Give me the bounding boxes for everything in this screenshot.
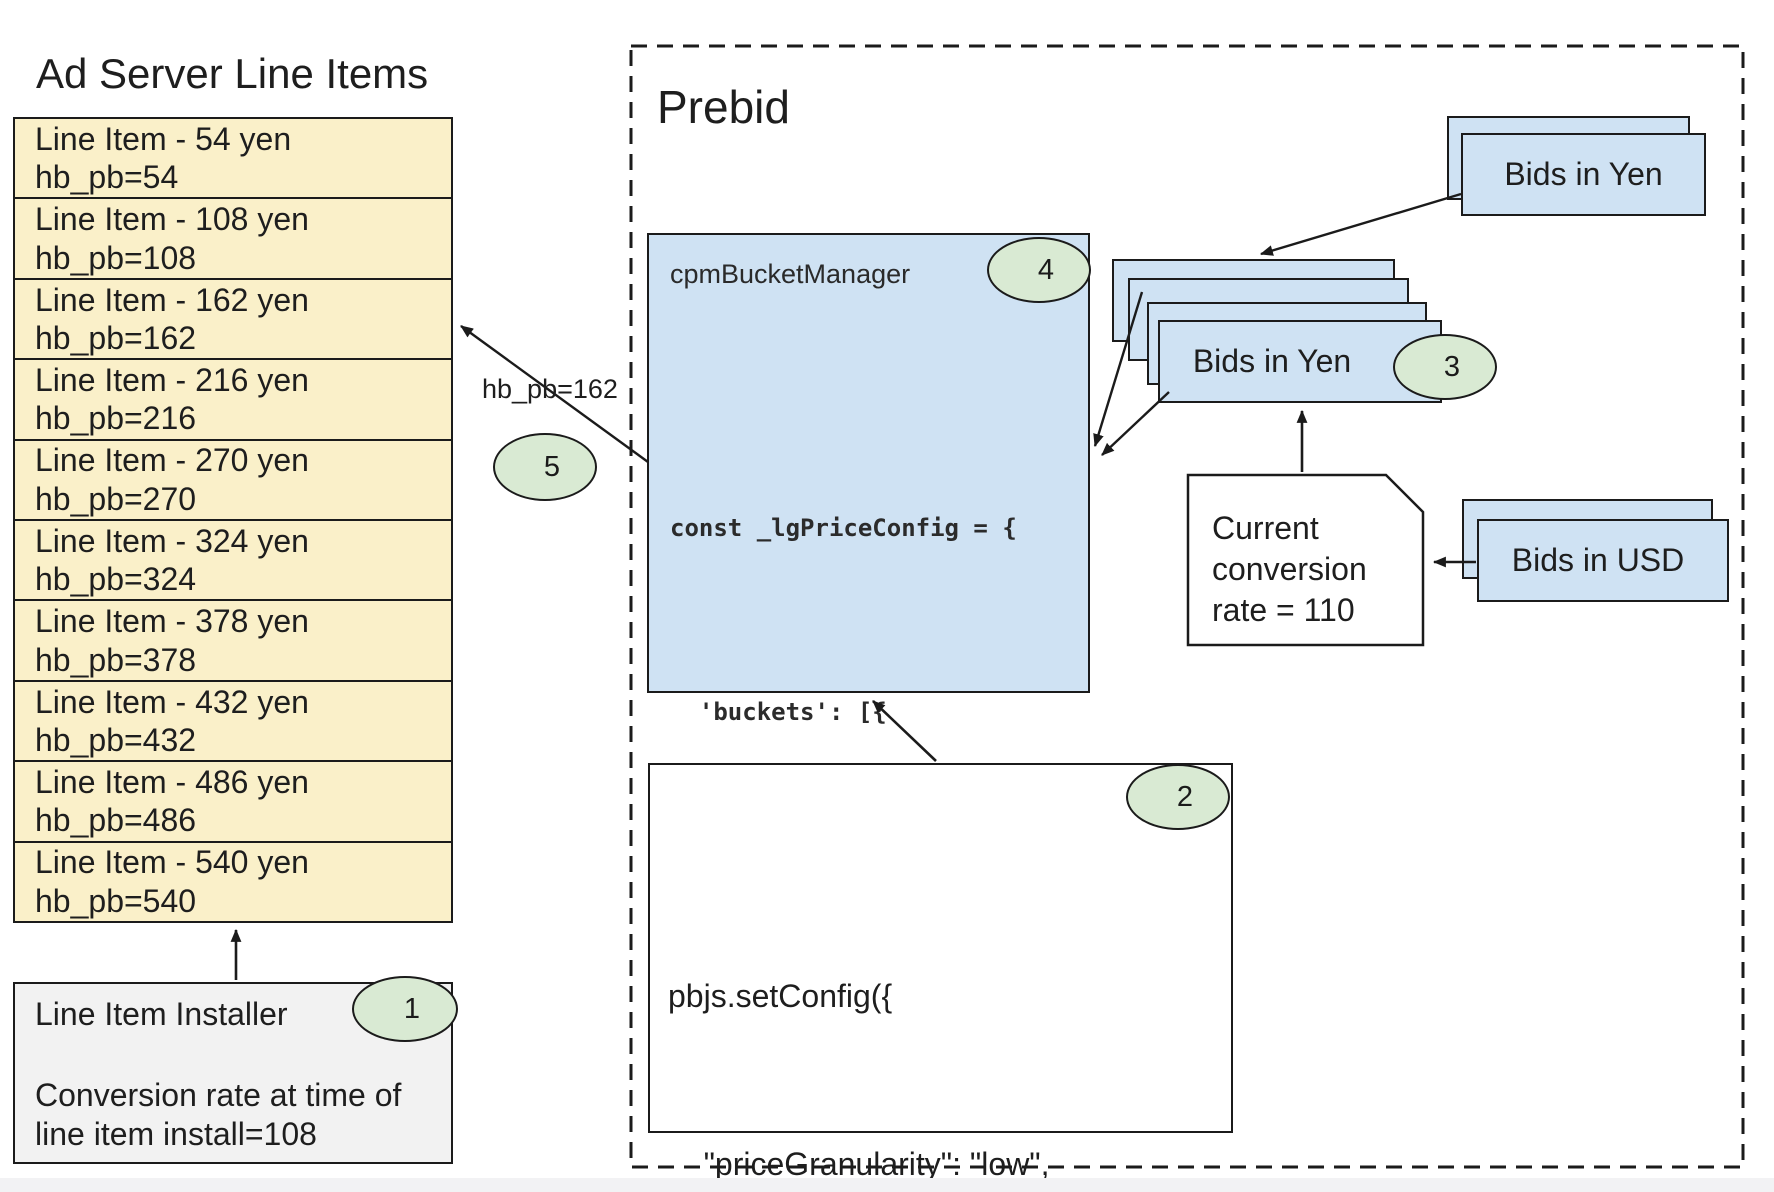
line-item-key: hb_pb=486	[35, 802, 197, 839]
line-item-row: Line Item - 324 yen hb_pb=324	[15, 521, 451, 602]
line-item-label: Line Item - 378 yen	[35, 603, 309, 640]
prebid-title: Prebid	[657, 81, 790, 133]
line-item-row: Line Item - 432 yen hb_pb=432	[15, 682, 451, 763]
step-badge-2: 2	[1126, 764, 1230, 830]
hb-pb-arrow-label: hb_pb=162	[482, 374, 618, 404]
conversion-note-line1: Current	[1212, 510, 1319, 546]
cpm-bucket-manager-box: cpmBucketManager const _lgPriceConfig = …	[647, 233, 1090, 1094]
line-item-row: Line Item - 162 yen hb_pb=162	[15, 280, 451, 361]
line-item-row: Line Item - 378 yen hb_pb=378	[15, 601, 451, 682]
line-item-key: hb_pb=216	[35, 400, 197, 437]
line-item-key: hb_pb=378	[35, 641, 197, 678]
pbjs-set-config-code: pbjs.setConfig({ "priceGranularity": "lo…	[668, 807, 1130, 1192]
bids-in-usd-label: Bids in USD	[1511, 542, 1685, 578]
line-item-key: hb_pb=432	[35, 722, 197, 759]
installer-note-line1: Conversion rate at time of	[35, 1077, 402, 1113]
line-item-row: Line Item - 270 yen hb_pb=270	[15, 441, 451, 522]
bottom-page-strip	[0, 1178, 1774, 1192]
conversion-note-line3: rate = 110	[1212, 592, 1355, 628]
line-item-label: Line Item - 432 yen	[35, 683, 309, 720]
ad-server-title: Ad Server Line Items	[36, 50, 429, 97]
line-item-key: hb_pb=270	[35, 480, 197, 517]
bids-in-yen-stack-label: Bids in Yen	[1192, 343, 1352, 379]
line-item-label: Line Item - 540 yen	[35, 844, 309, 881]
step-badge-4: 4	[987, 237, 1091, 303]
line-item-row: Line Item - 108 yen hb_pb=108	[15, 199, 451, 280]
step-badge-1: 1	[352, 976, 458, 1042]
line-item-label: Line Item - 486 yen	[35, 763, 309, 800]
step-badge-3: 3	[1393, 334, 1497, 400]
line-items-table: Line Item - 54 yen hb_pb=54 Line Item - …	[13, 117, 453, 923]
line-item-key: hb_pb=162	[35, 320, 197, 357]
line-item-row: Line Item - 540 yen hb_pb=540	[15, 843, 451, 921]
line-item-row: Line Item - 486 yen hb_pb=486	[15, 762, 451, 843]
conversion-note-line2: conversion	[1212, 551, 1367, 587]
line-item-key: hb_pb=108	[35, 239, 197, 276]
arrow-yen-top-to-stack	[1259, 192, 1462, 256]
code-text: const _lgPriceConfig = {	[670, 514, 1017, 542]
bids-in-yen-top-card: Bids in Yen	[1461, 133, 1706, 216]
line-item-label: Line Item - 162 yen	[35, 281, 309, 318]
bids-in-yen-top-label: Bids in Yen	[1504, 156, 1663, 192]
code-line: pbjs.setConfig({	[668, 978, 893, 1014]
installer-note: Conversion rate at time of line item ins…	[35, 1076, 401, 1154]
code-text: 'buckets': [{	[670, 698, 887, 726]
line-item-key: hb_pb=54	[35, 159, 179, 196]
cpm-bucket-manager-label: cpmBucketManager	[670, 259, 911, 289]
installer-title: Line Item Installer	[35, 996, 288, 1032]
line-item-label: Line Item - 216 yen	[35, 361, 309, 398]
line-item-label: Line Item - 108 yen	[35, 201, 309, 238]
line-item-label: Line Item - 54 yen	[35, 120, 292, 157]
line-item-row: Line Item - 54 yen hb_pb=54	[15, 119, 451, 200]
conversion-note-text: Current conversion rate = 110	[1212, 508, 1367, 631]
line-item-key: hb_pb=540	[35, 882, 197, 919]
code-line: 'buckets': [{	[670, 689, 1046, 735]
line-item-label: Line Item - 270 yen	[35, 442, 309, 479]
step-badge-5: 5	[493, 433, 597, 501]
line-item-key: hb_pb=324	[35, 561, 197, 598]
line-item-row: Line Item - 216 yen hb_pb=216	[15, 360, 451, 441]
installer-note-line2: line item install=108	[35, 1116, 317, 1152]
line-item-label: Line Item - 324 yen	[35, 522, 309, 559]
bids-in-usd-card: Bids in USD	[1477, 519, 1729, 602]
code-line: const _lgPriceConfig = {	[670, 505, 1046, 551]
